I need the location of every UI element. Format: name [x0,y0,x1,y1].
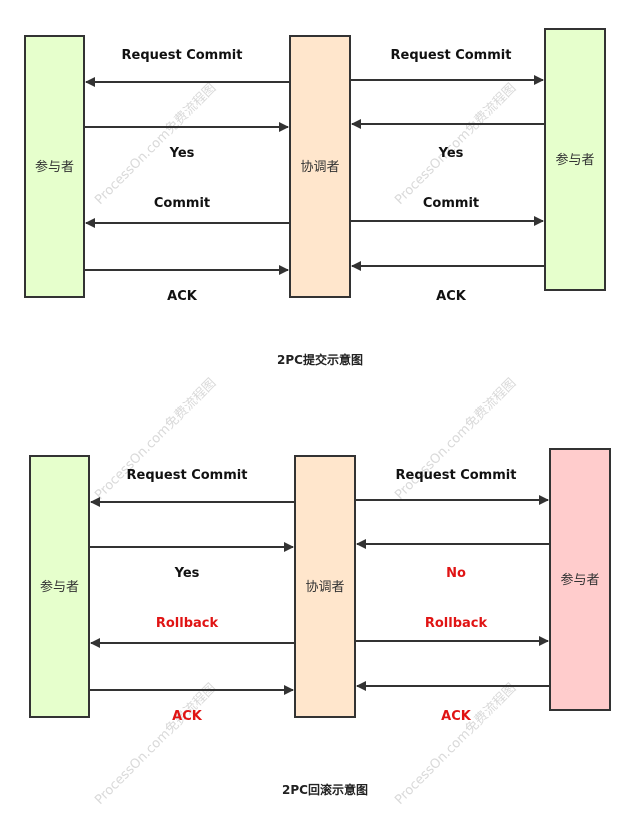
commit-left-msg-commit: Commit [154,196,210,211]
commit-diagram: 参与者 协调者 参与者 Request Commit Yes Commit AC… [24,28,606,367]
rollback-right-msg-rollback: Rollback [425,616,488,631]
commit-coordinator-label: 协调者 [300,160,339,175]
rollback-right-participant-label: 参与者 [560,572,599,588]
rollback-right-msg-request: Request Commit [396,468,517,483]
commit-coordinator-box [289,35,351,298]
watermark-2: ProcessOn.com免费流程图 [392,81,519,208]
rollback-left-msg-rollback: Rollback [156,616,219,631]
rollback-coordinator-box [294,455,356,718]
watermark-5: ProcessOn.com免费流程图 [92,681,219,808]
rollback-diagram-caption: 2PC回滚示意图 [282,782,368,797]
rollback-left-participant-label: 参与者 [40,579,79,595]
rollback-left-msg-request: Request Commit [127,468,248,483]
commit-left-participant-label: 参与者 [35,159,74,175]
watermark-3: ProcessOn.com免费流程图 [92,376,219,503]
rollback-right-msg-ack: ACK [441,709,472,724]
rollback-left-msg-ack: ACK [172,709,203,724]
commit-right-participant-box [544,28,606,291]
rollback-left-msg-yes: Yes [174,566,200,581]
watermark-4: ProcessOn.com免费流程图 [392,376,519,503]
rollback-diagram: 参与者 协调者 参与者 Request Commit Yes Rollback … [29,448,611,797]
watermark-6: ProcessOn.com免费流程图 [392,681,519,808]
commit-right-participant-label: 参与者 [555,152,594,168]
commit-right-msg-yes: Yes [438,146,464,161]
commit-right-msg-ack: ACK [436,289,467,304]
commit-left-msg-request: Request Commit [122,48,243,63]
commit-right-msg-commit: Commit [423,196,479,211]
rollback-right-msg-no: No [446,566,466,581]
rollback-coordinator-label: 协调者 [305,580,344,595]
commit-left-msg-ack: ACK [167,289,198,304]
rollback-right-participant-box [549,448,611,711]
commit-diagram-caption: 2PC提交示意图 [277,352,363,367]
watermark-1: ProcessOn.com免费流程图 [92,81,219,208]
commit-left-msg-yes: Yes [169,146,195,161]
commit-left-participant-box [24,35,85,298]
commit-right-msg-request: Request Commit [391,48,512,63]
rollback-left-participant-box [29,455,90,718]
